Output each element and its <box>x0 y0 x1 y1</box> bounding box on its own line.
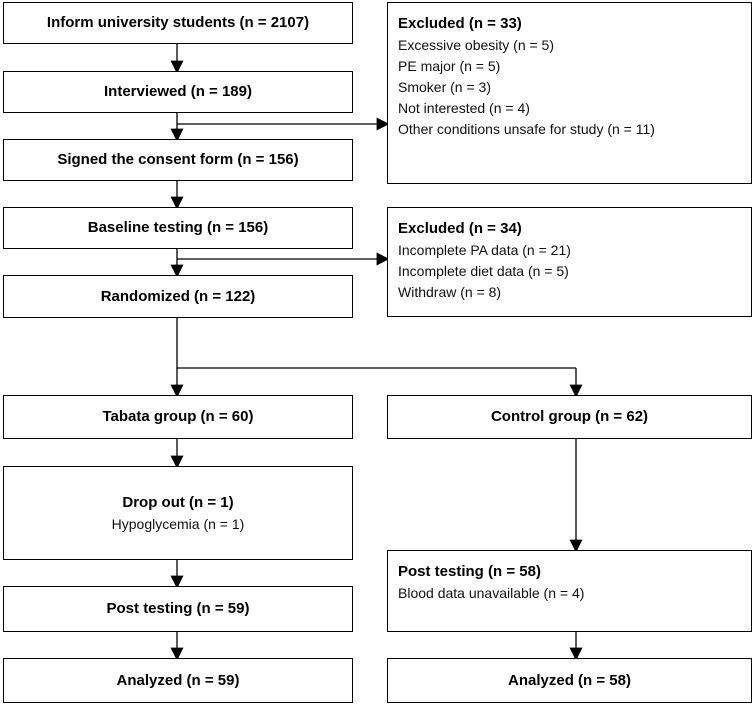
excluded-1-line-2: PE major (n = 5) <box>398 58 501 74</box>
box-randomized: Randomized (n = 122) <box>3 275 353 318</box>
excluded-2-line-2: Incomplete diet data (n = 5) <box>398 263 569 279</box>
excluded-2-line-1: Incomplete PA data (n = 21) <box>398 242 571 258</box>
excluded-1-line-4: Not interested (n = 4) <box>398 100 530 116</box>
excluded-1-line-1: Excessive obesity (n = 5) <box>398 37 555 53</box>
box-post-left: Post testing (n = 59) <box>3 586 353 632</box>
box-excluded-2: Excluded (n = 34) Incomplete PA data (n … <box>387 207 752 317</box>
analyzed-left-title: Analyzed (n = 59) <box>116 671 240 689</box>
tabata-title: Tabata group (n = 60) <box>102 408 254 425</box>
excluded-1-title: Excluded (n = 33) <box>398 15 522 32</box>
box-excluded-1: Excluded (n = 33) Excessive obesity (n =… <box>387 2 752 184</box>
box-analyzed-left: Analyzed (n = 59) <box>3 658 353 703</box>
excluded-1-line-5: Other conditions unsafe for study (n = 1… <box>398 121 655 137</box>
post-right-title: Post testing (n = 58) <box>398 563 541 580</box>
arrow-randomized-to-split <box>176 318 576 369</box>
baseline-title: Baseline testing (n = 156) <box>87 219 269 236</box>
box-consent: Signed the consent form (n = 156) <box>3 139 353 181</box>
interviewed-title: Interviewed (n = 189) <box>104 83 252 100</box>
post-left-title: Post testing (n = 59) <box>106 600 250 617</box>
box-interviewed: Interviewed (n = 189) <box>3 71 353 113</box>
box-baseline: Baseline testing (n = 156) <box>3 207 353 249</box>
dropout-title: Drop out (n = 1) <box>122 493 234 511</box>
box-post-right: Post testing (n = 58) Blood data unavail… <box>387 550 752 632</box>
box-dropout: Drop out (n = 1) Hypoglycemia (n = 1) <box>3 466 353 560</box>
box-tabata: Tabata group (n = 60) <box>3 395 353 439</box>
analyzed-right-title: Analyzed (n = 58) <box>508 671 631 689</box>
inform-title: Inform university students (n = 2107) <box>46 14 310 31</box>
box-inform: Inform university students (n = 2107) <box>3 2 353 44</box>
randomized-title: Randomized (n = 122) <box>100 287 256 305</box>
dropout-line-1: Hypoglycemia (n = 1) <box>111 515 245 532</box>
control-title: Control group (n = 62) <box>490 408 649 425</box>
excluded-1-line-3: Smoker (n = 3) <box>398 79 491 95</box>
excluded-2-line-3: Withdraw (n = 8) <box>398 284 502 300</box>
box-analyzed-right: Analyzed (n = 58) <box>387 658 752 703</box>
box-control: Control group (n = 62) <box>387 395 752 439</box>
post-right-line-1: Blood data unavailable (n = 4) <box>398 585 585 601</box>
excluded-2-title: Excluded (n = 34) <box>398 220 522 237</box>
consent-title: Signed the consent form (n = 156) <box>57 151 299 168</box>
